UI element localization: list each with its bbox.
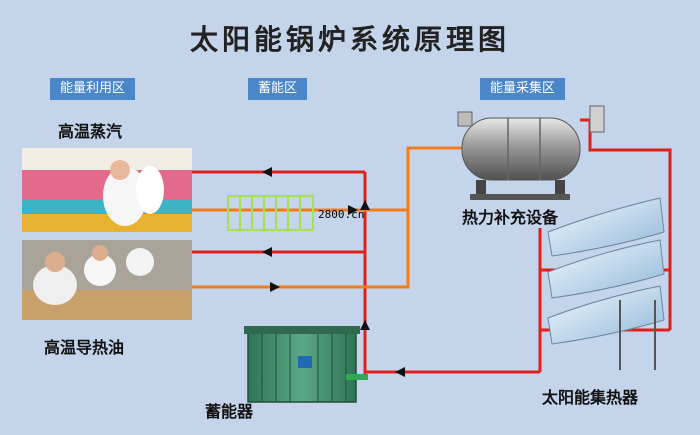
aux-boiler (457, 105, 605, 200)
label-oil: 高温导热油 (44, 338, 125, 357)
oil-photo (22, 240, 192, 320)
flow-arrows (262, 167, 405, 377)
label-aux: 热力补充设备 (462, 208, 559, 227)
solar-collectors (547, 197, 665, 370)
zone-badge-collect: 能量采集区 (480, 78, 566, 100)
diagram-title: 太阳能锅炉系统原理图 (189, 23, 510, 56)
label-tank: 蓄能器 (205, 402, 254, 421)
zone-badge-storage: 蓄能区 (248, 78, 308, 100)
label-steam: 高温蒸汽 (58, 122, 123, 141)
steam-photo (22, 148, 192, 232)
label-collector: 太阳能集热器 (542, 388, 639, 407)
storage-coil (227, 195, 314, 231)
zone-badge-use: 能量利用区 (50, 78, 136, 100)
watermark: 2800.cn (318, 208, 365, 221)
storage-tank (244, 326, 368, 403)
